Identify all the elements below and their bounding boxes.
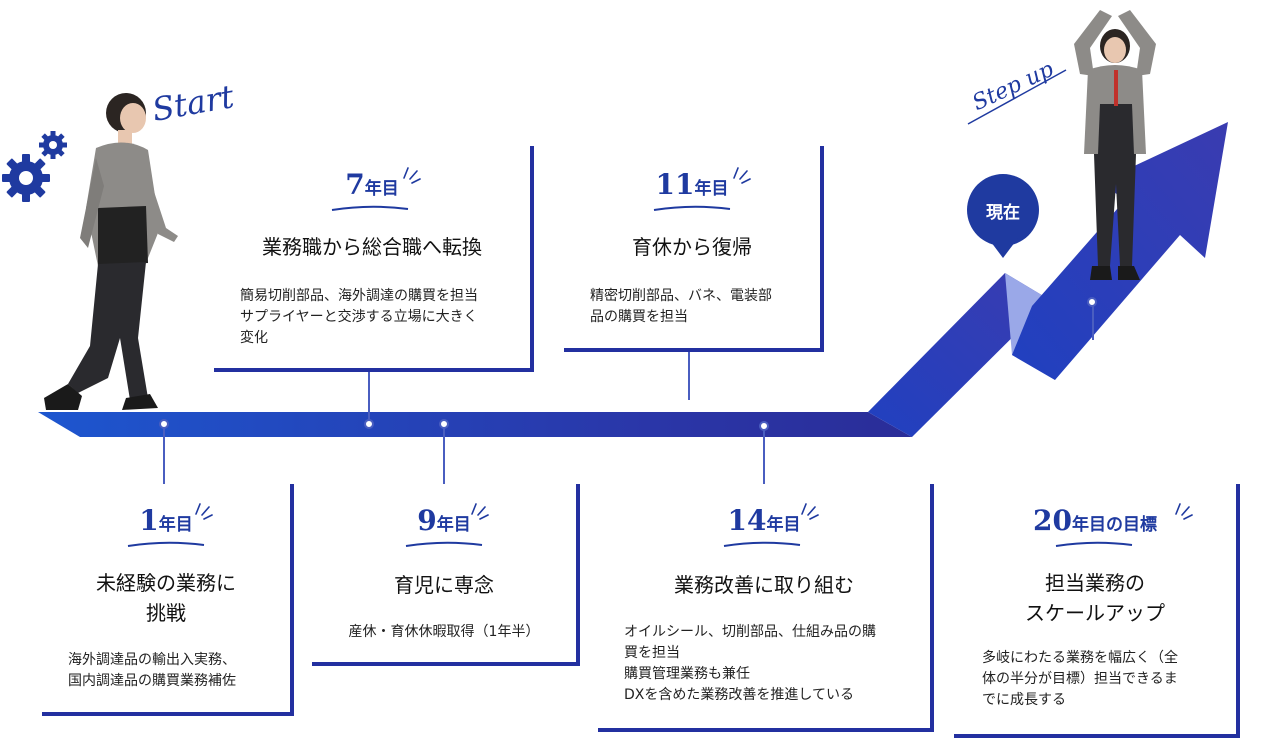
milestone-title: 担当業務の スケールアップ [1025, 571, 1165, 625]
year-suffix: 年目 [436, 515, 471, 535]
stepup-underline [967, 69, 1067, 125]
small-gear-icon [39, 131, 67, 159]
milestone-card-y1: 1年目 未経験の業務に 挑戦 海外調達品の輸出入実務、 国内調達品の購買業務補佐 [42, 484, 294, 716]
pin-y1 [163, 425, 165, 485]
sparkle-icon [733, 167, 751, 184]
year-heading: 20年目の目標 [954, 504, 1236, 537]
milestone-card-y7: 7年目 業務職から総合職へ転換 簡易切削部品、海外調達の購買を担当 サプライヤー… [214, 146, 534, 372]
milestone-title: 業務改善に取り組む [674, 573, 854, 597]
pin-y20 [1092, 305, 1094, 340]
pin-dot-y14 [759, 421, 769, 431]
underline-swash [405, 541, 483, 547]
milestone-card-y14: 14年目 業務改善に取り組む オイルシール、切削部品、仕組み品の購 買を担当 購… [598, 484, 934, 732]
year-number: 14 [727, 504, 767, 537]
underline-swash [653, 205, 731, 211]
sparkle-icon [195, 503, 213, 520]
year-heading: 9年目 [312, 504, 576, 537]
year-heading: 1年目 [42, 504, 290, 537]
year-heading: 14年目 [598, 504, 930, 537]
sparkle-icon [1175, 503, 1193, 520]
milestone-desc: 多岐にわたる業務を幅広く（全 体の半分が目標）担当できるま でに成長する [982, 650, 1178, 708]
milestone-card-y11: 11年目 育休から復帰 精密切削部品、バネ、電装部 品の購買を担当 [564, 146, 824, 352]
pin-dot-y20 [1087, 297, 1097, 307]
gear-icon [2, 154, 50, 202]
milestone-card-y20: 20年目の目標 担当業務の スケールアップ 多岐にわたる業務を幅広く（全 体の半… [954, 484, 1240, 738]
year-number: 11 [655, 168, 695, 201]
underline-swash [127, 541, 205, 547]
path-rise-1 [868, 273, 1050, 437]
sparkle-icon [403, 167, 421, 184]
year-suffix: 年目 [364, 179, 399, 199]
milestone-title: 未経験の業務に 挑戦 [96, 571, 236, 625]
year-suffix: 年目 [766, 515, 801, 535]
underline-swash [331, 205, 409, 211]
year-heading: 7年目 [214, 168, 530, 201]
milestone-desc: 産休・育休休暇取得（1年半） [348, 624, 540, 640]
year-heading: 11年目 [564, 168, 820, 201]
year-number: 1 [139, 504, 159, 537]
underline-swash [723, 541, 801, 547]
now-location-pin [963, 170, 1043, 266]
pin-y14 [763, 430, 765, 485]
pin-dot-y9 [439, 419, 449, 429]
path-band [38, 412, 912, 437]
sparkle-icon [471, 503, 489, 520]
pin-y11 [688, 350, 690, 400]
year-suffix: 年目 [694, 179, 729, 199]
milestone-desc: 精密切削部品、バネ、電装部 品の購買を担当 [590, 288, 772, 325]
milestone-desc: 簡易切削部品、海外調達の購買を担当 サプライヤーと交渉する立場に大きく 変化 [240, 288, 478, 346]
person-start-illustration [44, 93, 178, 410]
year-suffix: 年目 [158, 515, 193, 535]
pin-y9 [443, 425, 445, 485]
year-number: 7 [345, 168, 365, 201]
milestone-desc: 海外調達品の輸出入実務、 国内調達品の購買業務補佐 [68, 652, 236, 689]
milestone-title: 育児に専念 [394, 573, 494, 597]
year-number: 20 [1033, 504, 1072, 537]
pin-y7 [368, 370, 370, 422]
milestone-title: 育休から復帰 [632, 235, 752, 259]
now-label: 現在 [986, 203, 1020, 223]
pin-dot-y1 [159, 419, 169, 429]
person-stepup-illustration [1074, 10, 1156, 280]
underline-swash [1055, 541, 1133, 547]
sparkle-icon [801, 503, 819, 520]
pin-dot-y7 [364, 419, 374, 429]
year-suffix: 年目の目標 [1071, 515, 1157, 535]
milestone-desc: オイルシール、切削部品、仕組み品の購 買を担当 購買管理業務も兼任 DXを含めた… [624, 624, 876, 703]
year-number: 9 [417, 504, 437, 537]
milestone-title: 業務職から総合職へ転換 [262, 235, 482, 259]
milestone-card-y9: 9年目 育児に専念 産休・育休休暇取得（1年半） [312, 484, 580, 666]
